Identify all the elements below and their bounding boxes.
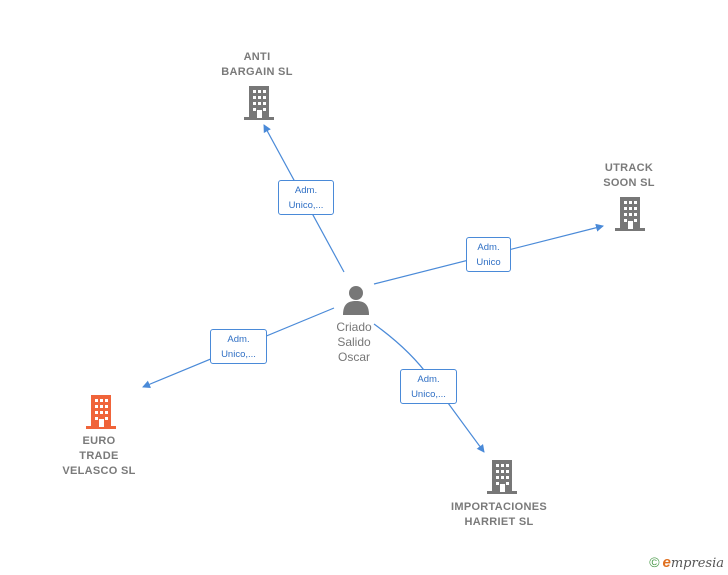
copyright-symbol: © <box>649 554 660 570</box>
copyright-brand: ©empresia <box>649 554 724 571</box>
edge-label-utrack: Adm. Unico <box>466 237 511 272</box>
edge-label-anti: Adm. Unico,... <box>278 180 334 215</box>
company-label-anti[interactable]: ANTI BARGAIN SL <box>221 51 293 78</box>
brand-name: mpresia <box>670 556 724 571</box>
person-label[interactable]: Criado Salido Oscar <box>336 320 372 364</box>
building-icon[interactable] <box>244 86 274 120</box>
person-icon[interactable] <box>342 285 370 315</box>
brand-initial: e <box>662 554 671 571</box>
company-label-utrack[interactable]: UTRACK SOON SL <box>603 162 655 189</box>
building-icon[interactable] <box>615 197 645 231</box>
company-label-euro[interactable]: EURO TRADE VELASCO SL <box>62 435 136 477</box>
edge-label-importaciones: Adm. Unico,... <box>400 369 457 404</box>
building-icon[interactable] <box>487 460 517 494</box>
company-label-importaciones[interactable]: IMPORTACIONES HARRIET SL <box>451 501 547 528</box>
building-icon[interactable] <box>86 395 116 429</box>
edge-label-euro: Adm. Unico,... <box>210 329 267 364</box>
